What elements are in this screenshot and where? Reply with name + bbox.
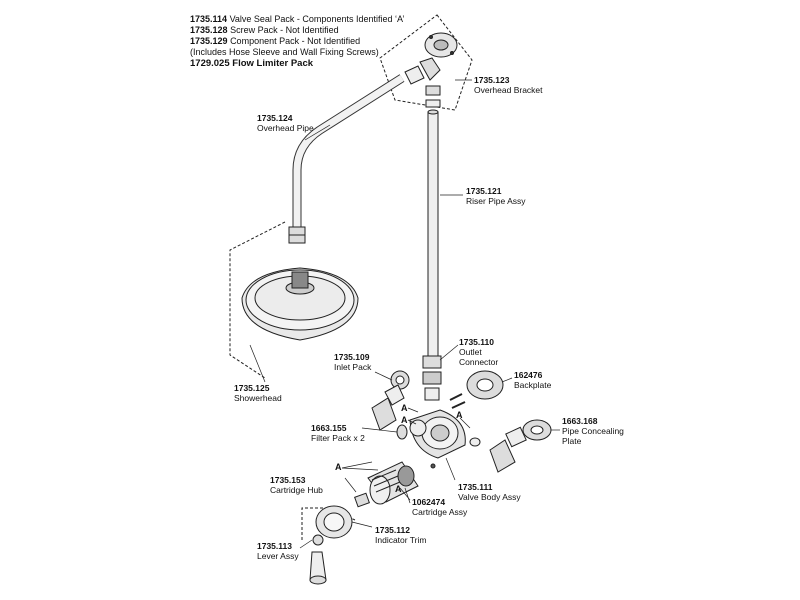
part-code: 1735.112 (375, 525, 410, 535)
label-indicator-trim: 1735.112 Indicator Trim (375, 525, 427, 545)
part-name: Cartridge Hub (270, 485, 323, 495)
lever-group-outline (301, 507, 356, 540)
inlet-pack-elbow (371, 397, 397, 431)
header-code: 1735.128 (190, 25, 228, 35)
header-code: 1735.129 (190, 36, 228, 46)
part-code: 1663.168 (562, 416, 598, 426)
part-name: Overhead Pipe (257, 123, 314, 133)
part-code: 1735.121 (466, 186, 502, 196)
part-code: 1735.125 (234, 383, 270, 393)
seal-marker-a: A (395, 484, 402, 494)
label-lever-assy: 1735.113 Lever Assy (257, 541, 299, 561)
header-code: 1735.114 (190, 14, 228, 24)
part-code: 1663.155 (311, 423, 347, 433)
part-code: 1735.111 (458, 482, 493, 492)
part-name: Showerhead (234, 393, 282, 403)
part-name: Indicator Trim (375, 535, 427, 545)
cartridge-hub (354, 492, 370, 508)
header-text: Screw Pack - Not Identified (230, 25, 339, 35)
part-name: Riser Pipe Assy (466, 196, 526, 206)
header-text: Component Pack - Not Identified (230, 36, 361, 46)
part-name: Pipe Concealing (562, 426, 624, 436)
riser-pipe (427, 111, 439, 361)
part-code: 1062474 (412, 497, 446, 507)
part-name-2: Plate (562, 436, 582, 446)
label-showerhead: 1735.125 Showerhead (234, 383, 282, 403)
label-overhead-pipe: 1735.124 Overhead Pipe (257, 113, 314, 133)
label-filter-pack: 1663.155 Filter Pack x 2 (311, 423, 365, 443)
seal-marker-a: A (401, 403, 408, 413)
part-name: Inlet Pack (334, 362, 372, 372)
flow-limiter-label: 1729.025 Flow Limiter Pack (190, 58, 314, 69)
seal-marker-a: A (401, 415, 408, 425)
label-riser-pipe: 1735.121 Riser Pipe Assy (466, 186, 526, 206)
part-code: 1735.110 (459, 337, 494, 347)
header-line-3: 1735.129 Component Pack - Not Identified (190, 36, 360, 46)
part-name: Cartridge Assy (412, 507, 468, 517)
header-note: (Includes Hose Sleeve and Wall Fixing Sc… (190, 47, 379, 57)
bracket-elbow (419, 57, 441, 81)
part-code: 1735.124 (257, 113, 293, 123)
part-code: 1735.123 (474, 75, 510, 85)
overhead-pipe (292, 74, 405, 228)
part-name: Filter Pack x 2 (311, 433, 365, 443)
wall-screw (449, 393, 463, 401)
outlet-connector (422, 355, 442, 369)
part-code: 1735.109 (334, 352, 370, 362)
label-cartridge-assy: 1062474 Cartridge Assy (412, 497, 467, 517)
part-name: Outlet (459, 347, 482, 357)
part-name: Valve Body Assy (458, 492, 521, 502)
label-pipe-concealing-plate: 1663.168 Pipe Concealing Plate (562, 416, 624, 446)
header-line-1: 1735.114 Valve Seal Pack - Components Id… (190, 14, 404, 24)
seal-marker-a: A (456, 410, 463, 420)
label-valve-body: 1735.111 Valve Body Assy (458, 482, 521, 502)
label-backplate: 162476 Backplate (514, 370, 551, 390)
part-name-2: Connector (459, 357, 499, 367)
part-name: Lever Assy (257, 551, 299, 561)
part-name: Backplate (514, 380, 552, 390)
overhead-bracket-group-outline (379, 14, 473, 111)
header-line-2: 1735.128 Screw Pack - Not Identified (190, 25, 339, 35)
showerhead-group-outline (229, 221, 286, 379)
right-inlet-elbow (489, 439, 516, 473)
filter (396, 424, 408, 440)
seal-marker-a: A (335, 462, 342, 472)
label-overhead-bracket: 1735.123 Overhead Bracket (474, 75, 543, 95)
part-name: Overhead Bracket (474, 85, 543, 95)
header-text: Valve Seal Pack - Components Identified … (229, 14, 405, 24)
part-code: 162476 (514, 370, 543, 380)
part-code: 1735.153 (270, 475, 306, 485)
label-outlet-connector: 1735.110 Outlet Connector (459, 337, 498, 367)
part-code: 1735.113 (257, 541, 292, 551)
label-inlet-pack: 1735.109 Inlet Pack (334, 352, 371, 372)
label-cartridge-hub: 1735.153 Cartridge Hub (270, 475, 323, 495)
